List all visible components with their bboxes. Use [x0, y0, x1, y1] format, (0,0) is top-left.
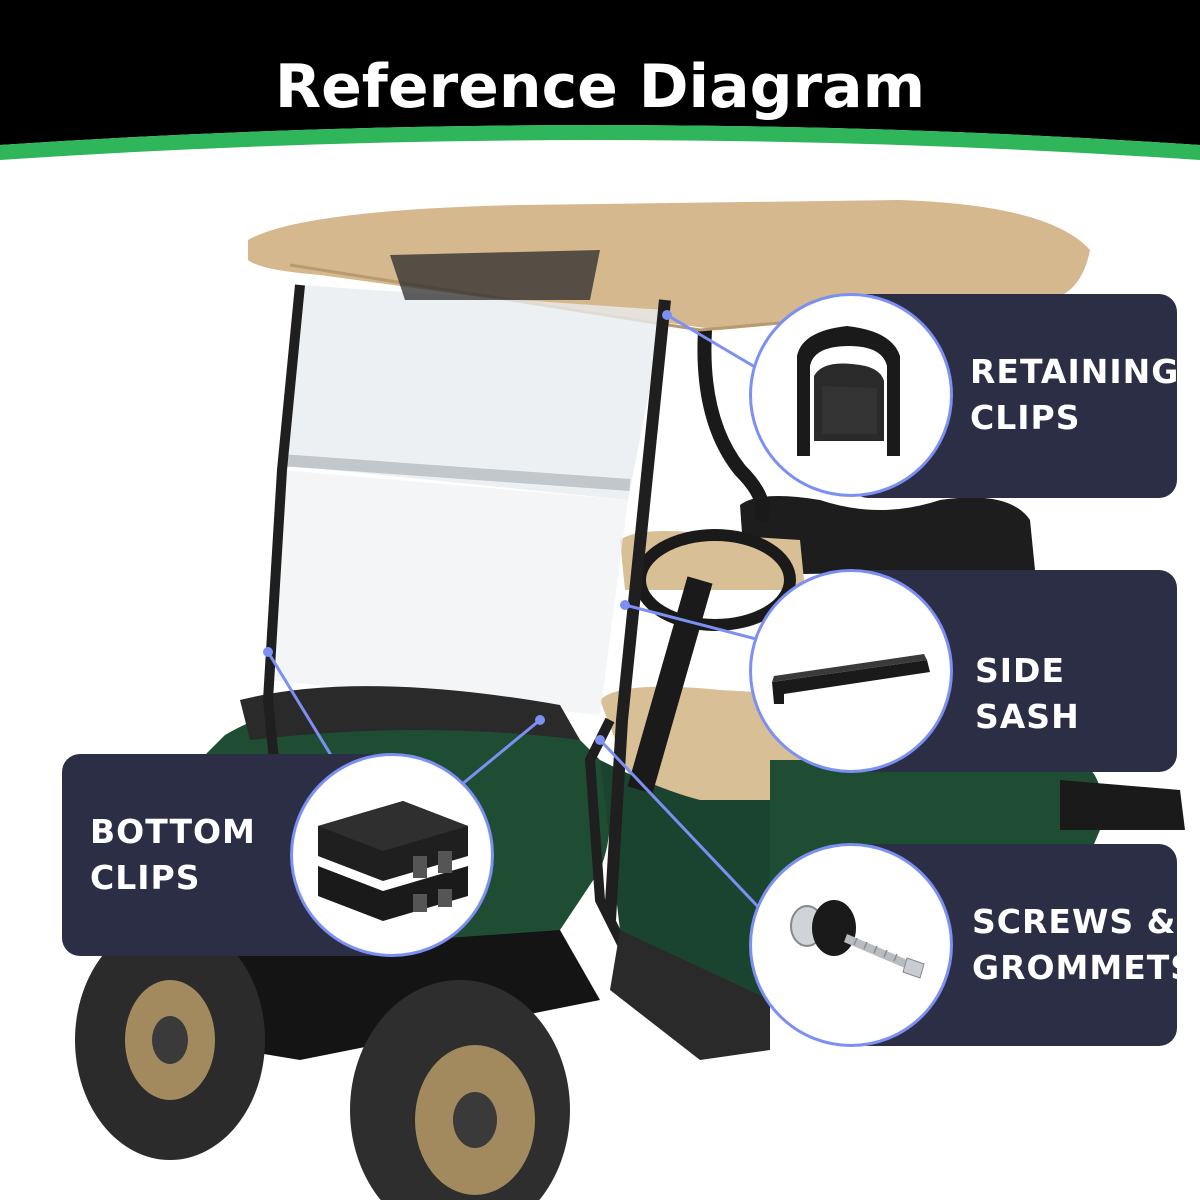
screws-grommets-label: SCREWS & GROMMETS: [972, 902, 1196, 987]
bottom-clip-icon: [318, 801, 468, 921]
windshield-glass: [282, 285, 665, 500]
bottom-clips-label: BOTTOM CLIPS: [90, 812, 256, 897]
side-sash-label: SIDE SASH: [975, 651, 1080, 736]
side-sash-icon: [772, 654, 930, 704]
page-title: Reference Diagram: [274, 52, 926, 122]
retaining-clips-thumbnail: [749, 293, 953, 497]
header-background: [0, 0, 1200, 160]
bottom-clips-thumbnail: [290, 753, 494, 957]
screw-grommet-icon: [790, 900, 925, 979]
screws-grommets-thumbnail: [749, 843, 953, 1047]
retaining-clips-label: RETAINING CLIPS: [970, 352, 1180, 437]
rear-seat-back: [740, 496, 1035, 575]
retaining-clip-icon: [797, 326, 900, 456]
side-sash-thumbnail: [749, 569, 953, 773]
header-band: Reference Diagram: [0, 0, 1200, 175]
